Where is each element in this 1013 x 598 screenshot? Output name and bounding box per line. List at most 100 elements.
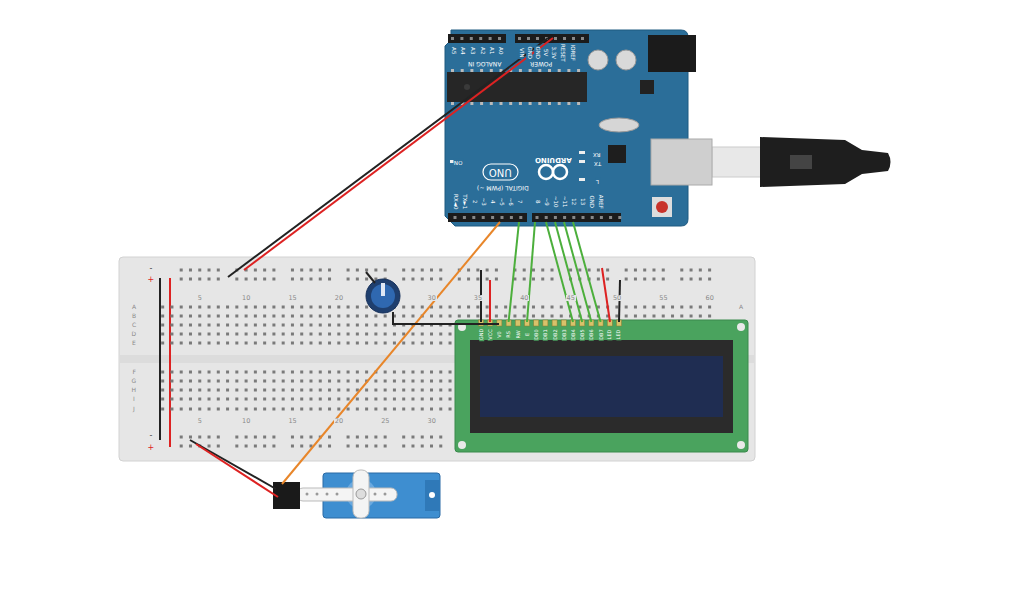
- hole: [282, 306, 285, 309]
- hole: [449, 389, 452, 392]
- hole: [439, 380, 442, 383]
- breadboard: [119, 257, 755, 461]
- pin: [563, 216, 566, 219]
- hole: [189, 380, 192, 383]
- pin-label: A5: [450, 46, 456, 55]
- hole: [263, 342, 266, 345]
- pin-label: ~10: [552, 195, 558, 209]
- hole: [198, 269, 201, 272]
- hole: [328, 342, 331, 345]
- hole: [189, 324, 192, 327]
- hole: [430, 342, 433, 345]
- row-letter: A: [131, 304, 137, 310]
- hole: [161, 333, 164, 336]
- hole: [208, 408, 211, 411]
- hole: [374, 333, 377, 336]
- hole: [161, 324, 164, 327]
- hole: [282, 389, 285, 392]
- hole: [411, 306, 414, 309]
- lcd-pin-label: DB0: [534, 328, 539, 340]
- pin-label: GND: [534, 45, 540, 60]
- pin-label: VIN: [518, 47, 524, 59]
- hole: [625, 306, 628, 309]
- lcd-pin: [515, 320, 520, 326]
- hole: [365, 333, 368, 336]
- hole: [254, 278, 257, 281]
- hole: [337, 389, 340, 392]
- hole: [161, 389, 164, 392]
- hole: [421, 371, 424, 374]
- pin: [609, 216, 612, 219]
- hole: [254, 269, 257, 272]
- hole: [597, 278, 600, 281]
- hole: [699, 278, 702, 281]
- hole: [495, 315, 498, 318]
- hole: [374, 324, 377, 327]
- hole: [208, 315, 211, 318]
- hole: [263, 315, 266, 318]
- hole: [254, 306, 257, 309]
- hole: [235, 445, 238, 448]
- hole: [235, 278, 238, 281]
- wire: [527, 222, 535, 322]
- hole: [263, 324, 266, 327]
- hole: [384, 436, 387, 439]
- pin-label: 12: [570, 197, 576, 206]
- hole: [402, 306, 405, 309]
- hole: [208, 278, 211, 281]
- pin: [489, 37, 492, 40]
- hole: [365, 315, 368, 318]
- hole: [356, 315, 359, 318]
- hole: [217, 342, 220, 345]
- hole: [217, 398, 220, 401]
- hole: [458, 315, 461, 318]
- pin: [591, 216, 594, 219]
- hole: [449, 371, 452, 374]
- header-label: POWER: [529, 61, 553, 67]
- row-letter: H: [131, 387, 138, 393]
- hole: [217, 315, 220, 318]
- hole: [393, 333, 396, 336]
- chip-leg: [509, 102, 512, 105]
- hole: [384, 408, 387, 411]
- pin-label: GND: [588, 194, 594, 209]
- hole: [217, 278, 220, 281]
- pin: [518, 37, 521, 40]
- hole: [170, 324, 173, 327]
- hole: [208, 371, 211, 374]
- hole: [300, 408, 303, 411]
- hole: [226, 408, 229, 411]
- hole: [662, 269, 665, 272]
- hole: [189, 398, 192, 401]
- hole: [245, 306, 248, 309]
- hole: [272, 315, 275, 318]
- model-name: UNO: [488, 167, 513, 177]
- hole: [690, 315, 693, 318]
- wire: [619, 280, 620, 322]
- hole: [411, 380, 414, 383]
- hole: [263, 389, 266, 392]
- hole: [272, 306, 275, 309]
- rail-sign: -: [149, 265, 154, 273]
- chip-leg: [567, 69, 570, 72]
- hole: [309, 342, 312, 345]
- pin: [498, 37, 501, 40]
- hole: [393, 398, 396, 401]
- column-number: 30: [427, 295, 437, 302]
- hole: [486, 306, 489, 309]
- rail-sign: +: [147, 444, 156, 452]
- hole: [291, 324, 294, 327]
- hole: [180, 278, 183, 281]
- hole: [402, 371, 405, 374]
- hole: [217, 389, 220, 392]
- reset-button: [656, 201, 668, 213]
- hole: [309, 333, 312, 336]
- hole: [439, 436, 442, 439]
- hole: [161, 380, 164, 383]
- hole: [217, 380, 220, 383]
- column-number: 50: [612, 295, 622, 302]
- column-number: 45: [566, 295, 576, 302]
- hole: [328, 306, 331, 309]
- hole: [291, 408, 294, 411]
- hole: [245, 324, 248, 327]
